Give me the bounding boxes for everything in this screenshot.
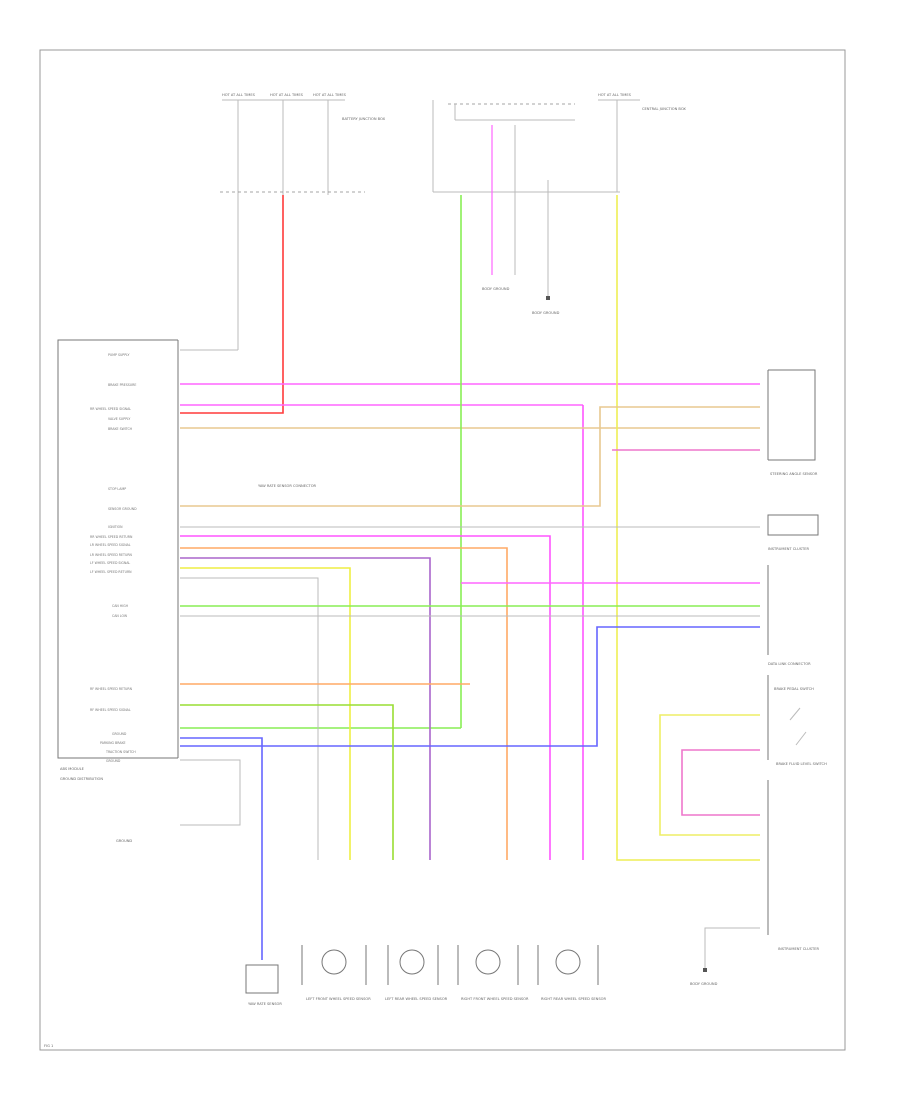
steering-sensor-label: STEERING ANGLE SENSOR (770, 472, 818, 476)
pin-label-19: PARKING BRAKE (100, 741, 126, 745)
pin-label-9: RR WHEEL SPEED RETURN (90, 535, 133, 539)
sensor-rf: RIGHT FRONT WHEEL SPEED SENSOR (457, 945, 529, 1001)
sensor-rr: RIGHT REAR WHEEL SPEED SENSOR (537, 945, 606, 1001)
left-ground-label: GROUND (116, 839, 132, 843)
sensor-lf-label: LEFT FRONT WHEEL SPEED SENSOR (306, 997, 371, 1001)
pin-label-10: LR WHEEL SPEED SIGNAL (90, 543, 131, 547)
yaw-module-label: YAW RATE SENSOR (248, 1002, 282, 1006)
fuse-box-right: HOT AT ALL TIMES CENTRAL JUNCTION BOX BO… (432, 93, 686, 315)
sensor-rr-label: RIGHT REAR WHEEL SPEED SENSOR (541, 997, 606, 1001)
diagram-frame (39, 49, 846, 1051)
pin-label-2: BRAKE PRESSURE (108, 383, 136, 387)
pin-label-7: SENSOR GROUND (108, 507, 137, 511)
fuse-hot-label-3: HOT AT ALL TIMES (313, 93, 347, 97)
fuse-group-left: HOT AT ALL TIMES HOT AT ALL TIMES HOT AT… (220, 93, 386, 195)
pin-label-11: LR WHEEL SPEED RETURN (90, 553, 133, 557)
abs-module-name: ABS MODULE (60, 767, 85, 771)
figure-id: FIG 1 (44, 1044, 53, 1048)
fuse-hot-label-1: HOT AT ALL TIMES (222, 93, 256, 97)
hot-label-right: HOT AT ALL TIMES (598, 93, 632, 97)
pin-label-16: RF WHEEL SPEED RETURN (90, 687, 133, 691)
pin-label-17: RF WHEEL SPEED SIGNAL (90, 708, 131, 712)
ground-label-top-mid: BODY GROUND (482, 287, 510, 291)
pin-label-1: PUMP SUPPLY (108, 353, 129, 357)
pin-label-21: GROUND (106, 759, 121, 763)
wheel-speed-sensors: YAW RATE SENSOR LEFT FRONT WHEEL SPEED S… (245, 945, 606, 1006)
pin-label-8: IGNITION (108, 525, 123, 529)
central-junction-box-label: CENTRAL JUNCTION BOX (642, 107, 686, 111)
pin-label-14: CAN HIGH (112, 604, 129, 608)
sensor-lr: LEFT REAR WHEEL SPEED SENSOR (385, 945, 448, 1001)
sensor-rf-label: RIGHT FRONT WHEEL SPEED SENSOR (461, 997, 529, 1001)
wires (180, 195, 760, 960)
pin-label-15: CAN LOW (112, 614, 128, 618)
yaw-sensor-note: YAW RATE SENSOR CONNECTOR (258, 484, 317, 488)
pin-label-3: RR WHEEL SPEED SIGNAL (90, 407, 131, 411)
pin-label-20: TRACTION SWITCH (105, 750, 136, 754)
yaw-sensor-box (245, 964, 279, 994)
brake-switch-label: BRAKE PEDAL SWITCH (774, 687, 814, 691)
sensor-lr-label: LEFT REAR WHEEL SPEED SENSOR (385, 997, 448, 1001)
pin-label-13: LF WHEEL SPEED RETURN (90, 570, 132, 574)
bottom-ground-label: BODY GROUND (690, 982, 718, 986)
fuse-hot-label-2: HOT AT ALL TIMES (270, 93, 304, 97)
data-link-label: DATA LINK CONNECTOR (768, 662, 811, 666)
pin-label-6: STOP LAMP (108, 487, 126, 491)
abs-pin-labels: PUMP SUPPLY BRAKE PRESSURE RR WHEEL SPEE… (90, 353, 137, 763)
ground-label-top-right: BODY GROUND (532, 311, 560, 315)
abs-module: ABS MODULE GROUND DISTRIBUTION (57, 195, 239, 781)
brake-fluid-label: BRAKE FLUID LEVEL SWITCH (776, 762, 827, 766)
pin-label-5: BRAKE SWITCH (108, 427, 133, 431)
pin-label-18: GROUND (112, 732, 127, 736)
battery-junction-box-label: BATTERY JUNCTION BOX (342, 117, 386, 121)
instrument-cluster-label: INSTRUMENT CLUSTER (778, 947, 819, 951)
instrument-cluster-label-a: INSTRUMENT CLUSTER (768, 547, 809, 551)
right-modules: STEERING ANGLE SENSOR INSTRUMENT CLUSTER… (258, 369, 827, 951)
sensor-lf: LEFT FRONT WHEEL SPEED SENSOR (301, 945, 371, 1001)
bottom-ground: BODY GROUND (690, 927, 760, 986)
abs-module-bottom-note: GROUND DISTRIBUTION (60, 777, 103, 781)
pin-label-12: LF WHEEL SPEED SIGNAL (90, 561, 130, 565)
pin-label-4: VALVE SUPPLY (108, 417, 130, 421)
